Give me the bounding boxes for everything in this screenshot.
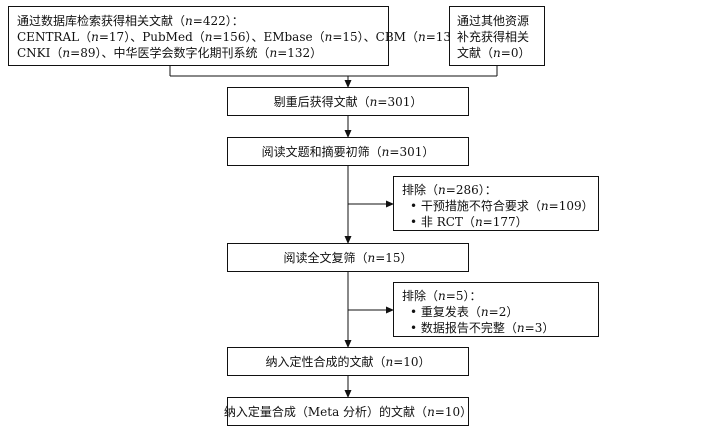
database-search-line-1: 通过数据库检索获得相关文献（n=422）： [17,14,244,28]
exclusion-1-header: 排除（n=286）： [402,183,497,197]
exclusion-box-2: 排除（n=5）： • 重复发表（n=2） • 数据报告不完整（n=3） [393,282,599,337]
title-abstract-label: 阅读文题和摘要初筛（n=301） [261,144,435,159]
quantitative-synthesis-box: 纳入定量合成（Meta 分析）的文献（n=10） [223,397,473,426]
other-sources-line-3: 文献（n=0） [457,46,531,60]
exclusion-1-item: • 干预措施不符合要求（n=109） [410,199,594,213]
other-sources-line-1: 通过其他资源 [457,14,530,28]
exclusion-2-item: • 重复发表（n=2） [410,305,519,319]
fulltext-label: 阅读全文复筛（n=15） [283,250,413,265]
database-search-line-2: CENTRAL（n=17）、PubMed（n=156）、EMbase（n=15）… [17,30,469,44]
database-search-line-3: CNKI（n=89）、中华医学会数字化期刊系统（n=132） [17,46,323,60]
fulltext-screening-box: 阅读全文复筛（n=15） [227,243,469,272]
exclusion-2-header: 排除（n=5）： [402,289,482,303]
qualitative-synthesis-box: 纳入定性合成的文献（n=10） [227,347,469,376]
other-sources-box: 通过其他资源 补充获得相关 文献（n=0） [449,6,545,66]
exclusion-1-item: • 非 RCT（n=177） [410,215,528,229]
title-abstract-screening-box: 阅读文题和摘要初筛（n=301） [227,137,469,166]
database-search-box: 通过数据库检索获得相关文献（n=422）： CENTRAL（n=17）、PubM… [8,6,469,66]
other-sources-line-2: 补充获得相关 [457,30,530,44]
quantitative-label: 纳入定量合成（Meta 分析）的文献（n=10） [223,404,473,419]
exclusion-box-1: 排除（n=286）： • 干预措施不符合要求（n=109） • 非 RCT（n=… [393,176,599,231]
dedup-box: 剔重后获得文献（n=301） [227,87,469,116]
qualitative-label: 纳入定性合成的文献（n=10） [265,354,431,369]
exclusion-2-item: • 数据报告不完整（n=3） [410,321,555,335]
dedup-label: 剔重后获得文献（n=301） [273,94,423,109]
